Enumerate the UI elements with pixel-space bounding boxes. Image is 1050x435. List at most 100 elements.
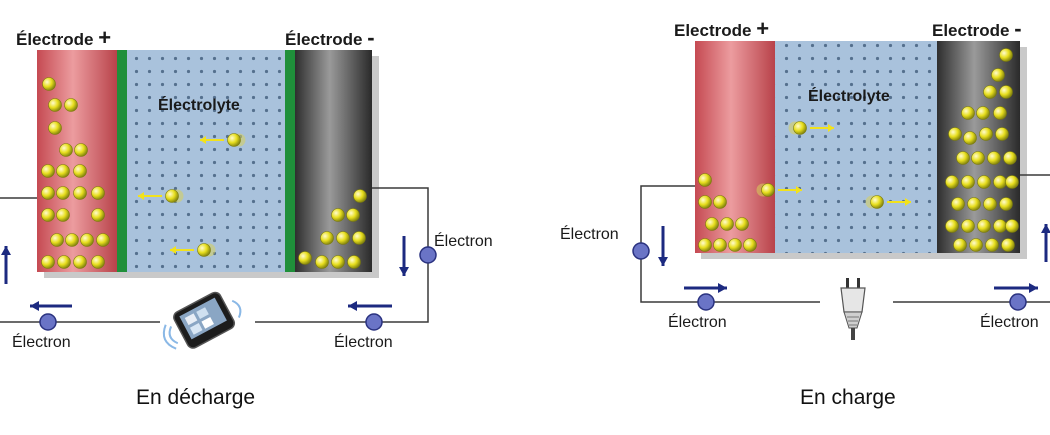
lithium-ion	[999, 48, 1013, 62]
electron-marker	[419, 246, 437, 264]
electron-flow-arrowhead	[1041, 224, 1050, 233]
lithium-ion	[995, 127, 1009, 141]
lithium-ion	[945, 175, 959, 189]
lithium-ion	[956, 151, 970, 165]
electron-flow-arrowhead	[658, 257, 668, 266]
lithium-ion	[1001, 238, 1015, 252]
lithium-ion	[963, 131, 977, 145]
lithium-ion	[953, 238, 967, 252]
lithium-ion	[80, 233, 94, 247]
lithium-ion	[331, 208, 345, 222]
charge-negative-electrode-label: Electrode -	[932, 16, 1022, 41]
plug-neck	[843, 311, 863, 329]
separator-right	[285, 50, 295, 272]
electron-marker	[632, 242, 650, 260]
smartphone-device-icon	[162, 291, 242, 350]
lithium-ion	[56, 186, 70, 200]
lithium-ion	[698, 238, 712, 252]
discharge-caption: En décharge	[136, 386, 256, 409]
electron-marker	[39, 313, 57, 331]
lithium-ion	[987, 151, 1001, 165]
plug-head	[840, 287, 866, 313]
electrolyte-dots	[127, 50, 285, 272]
lithium-ion	[1003, 151, 1017, 165]
lithium-ion	[73, 164, 87, 178]
electron-flow-arrowhead	[1029, 283, 1038, 293]
lithium-ion	[983, 85, 997, 99]
lithium-ion	[951, 197, 965, 211]
negative-electrode	[937, 41, 1020, 253]
lithium-ion	[993, 175, 1007, 189]
device-screen-tile	[201, 316, 214, 329]
lithium-ion	[971, 151, 985, 165]
lithium-ion	[41, 208, 55, 222]
lithium-ion	[353, 189, 367, 203]
electron-marker	[1009, 293, 1027, 311]
lithium-ion	[41, 164, 55, 178]
lithium-ion	[967, 197, 981, 211]
lithium-ion	[713, 195, 727, 209]
lithium-ion	[165, 189, 179, 203]
lithium-ion	[1005, 175, 1019, 189]
charge-electron-label-bottom-left: Électron	[668, 314, 727, 331]
positive-electrode	[695, 41, 775, 253]
ion-movement-arrowhead	[200, 136, 206, 144]
lithium-ion	[870, 195, 884, 209]
lithium-ion	[983, 197, 997, 211]
lithium-ion	[73, 255, 87, 269]
ion-movement-arrowhead	[170, 246, 176, 254]
lithium-ion	[56, 164, 70, 178]
lithium-ion	[96, 233, 110, 247]
lithium-ion	[948, 127, 962, 141]
lithium-ion	[331, 255, 345, 269]
discharge-negative-electrode-label: Électrode -	[285, 25, 375, 50]
lithium-ion	[993, 219, 1007, 233]
lithium-ion	[720, 217, 734, 231]
discharge-electrolyte-label: Électrolyte	[158, 97, 240, 114]
electron-flow-arrowhead	[348, 301, 357, 311]
charge-panel	[632, 41, 1050, 340]
lithium-ion	[59, 143, 73, 157]
lithium-ion	[698, 173, 712, 187]
charge-electron-label-bottom-right: Électron	[980, 314, 1039, 331]
lithium-ion	[197, 243, 211, 257]
lithium-ion	[56, 208, 70, 222]
lithium-ion	[985, 238, 999, 252]
lithium-ion	[91, 208, 105, 222]
lithium-ion	[993, 106, 1007, 120]
lithium-ion	[91, 255, 105, 269]
lithium-ion	[41, 255, 55, 269]
device-screen-tile	[189, 323, 203, 335]
lithium-ion	[74, 143, 88, 157]
lithium-ion	[761, 183, 775, 197]
lithium-ion	[735, 217, 749, 231]
plus-sign: +	[98, 25, 112, 50]
electrolyte-dots	[775, 41, 937, 253]
ion-movement-arrowhead	[905, 198, 911, 206]
lithium-ion	[961, 219, 975, 233]
ion-movement-arrowhead	[796, 186, 802, 194]
discharge-electron-label-right: Électron	[434, 233, 493, 250]
charge-positive-electrode-label: Electrode +	[674, 16, 770, 41]
lithium-ion	[336, 231, 350, 245]
lithium-ion	[227, 133, 241, 147]
plus-sign: +	[756, 16, 770, 41]
device-screen-tile	[196, 307, 209, 319]
lithium-ion	[50, 233, 64, 247]
electron-flow-arrowhead	[1, 246, 11, 255]
lithium-ion	[298, 251, 312, 265]
minus-sign: -	[1014, 16, 1022, 41]
separator-left	[117, 50, 127, 272]
plug-cable	[851, 328, 855, 340]
device-screen-tile	[184, 313, 198, 326]
lithium-ion	[977, 175, 991, 189]
lithium-ion	[65, 233, 79, 247]
plug-prong	[846, 278, 849, 288]
lithium-ion	[91, 186, 105, 200]
electron-marker	[365, 313, 383, 331]
lithium-ion	[999, 85, 1013, 99]
signal-waves	[231, 299, 242, 318]
lithium-ion	[698, 195, 712, 209]
electron-marker	[697, 293, 715, 311]
